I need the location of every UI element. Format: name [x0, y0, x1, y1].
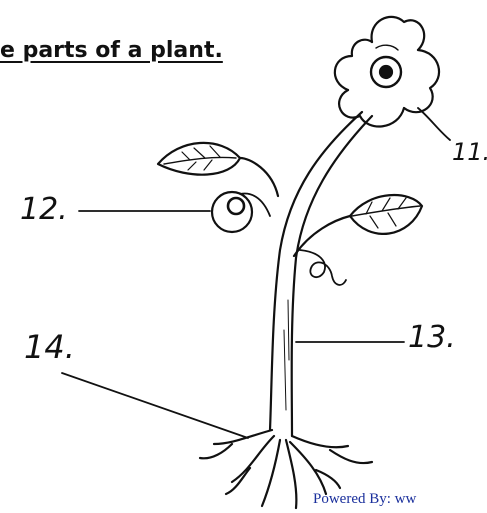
petal-top	[372, 17, 425, 50]
powered-by-footer: Powered By: ww	[313, 491, 487, 508]
flower	[335, 17, 439, 127]
flower-center-inner	[380, 66, 392, 78]
leader-11	[418, 108, 450, 140]
petal-left	[335, 40, 372, 90]
upper-leaf	[158, 143, 278, 196]
petal-bottom	[339, 90, 404, 126]
bud	[212, 192, 270, 232]
label-11: 11.	[452, 138, 487, 166]
stem-left-edge	[270, 112, 362, 430]
petal-vein	[376, 45, 398, 50]
petal-right	[404, 50, 439, 112]
leader-14	[62, 373, 248, 438]
label-12: 12.	[20, 192, 68, 227]
tendril	[300, 250, 346, 285]
right-leaf	[294, 195, 422, 256]
label-13: 13.	[408, 320, 456, 355]
stem-texture	[284, 300, 289, 410]
label-14: 14.	[24, 328, 75, 366]
